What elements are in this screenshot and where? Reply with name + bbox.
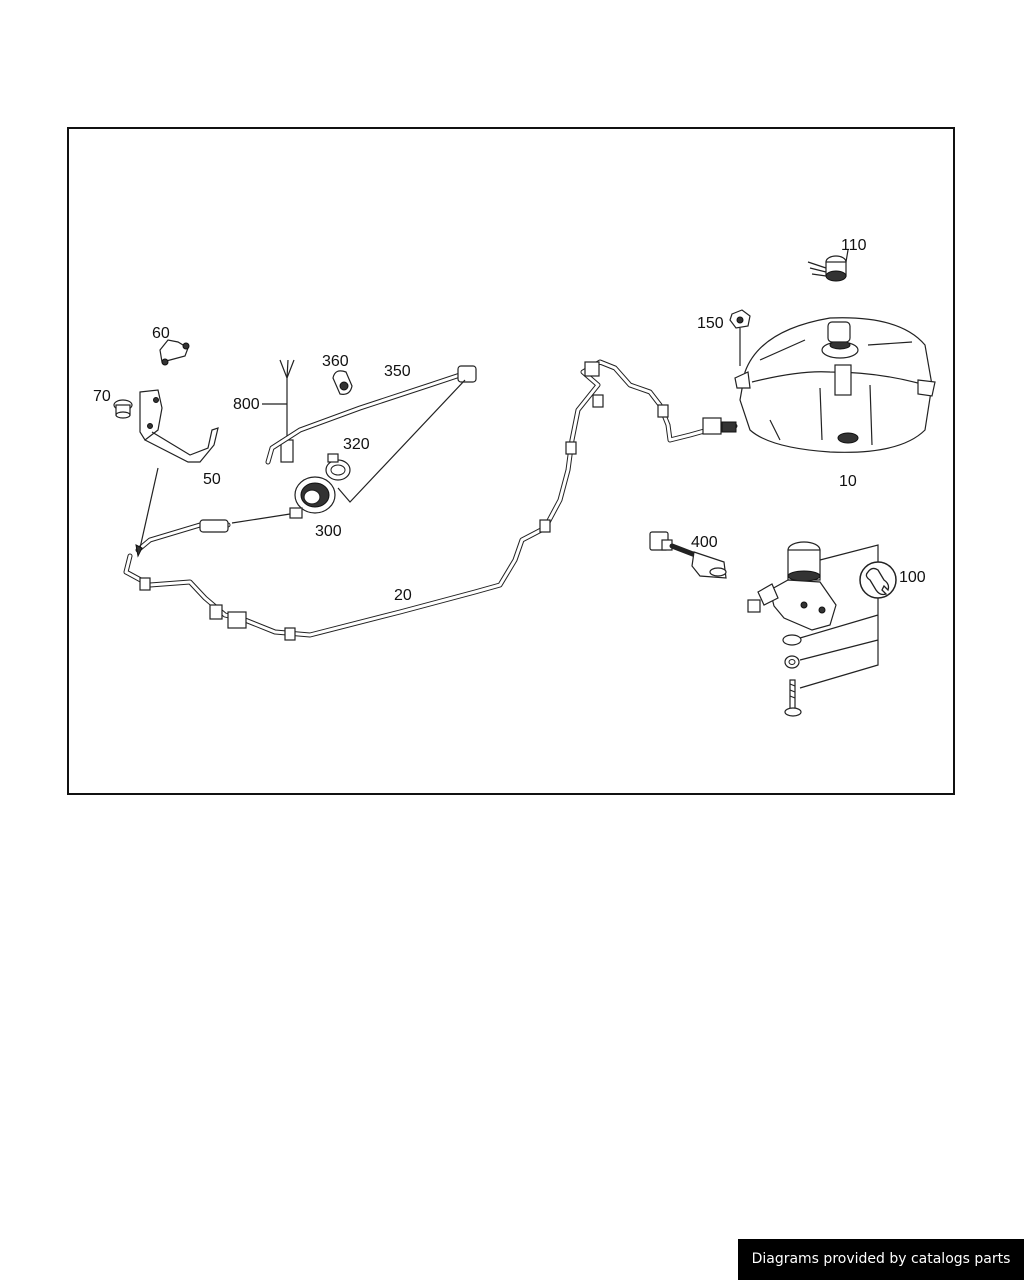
label-20: 20	[394, 587, 412, 604]
part-320-clamp[interactable]	[325, 453, 351, 481]
part-400-sensor[interactable]	[649, 531, 727, 579]
part-350-hose[interactable]	[265, 365, 477, 465]
part-150-nut[interactable]	[729, 309, 751, 329]
leader-300-350	[337, 379, 466, 503]
part-100-pump-kit[interactable]	[747, 541, 837, 717]
footer-credit: Diagrams provided by catalogs parts	[738, 1239, 1024, 1280]
part-60-bracket[interactable]	[159, 339, 190, 366]
leader-100-bracket	[799, 544, 879, 689]
part-50-bracket[interactable]	[139, 389, 219, 463]
label-320: 320	[343, 436, 370, 453]
leader-50-arrow	[139, 467, 159, 549]
leader-110	[845, 249, 849, 263]
wrench-icon	[859, 561, 897, 599]
part-300-pump[interactable]	[231, 476, 336, 524]
part-10-tank[interactable]	[734, 317, 936, 453]
part-110-cap[interactable]	[807, 255, 847, 282]
part-360-clamp[interactable]	[332, 370, 353, 395]
part-20-fluid-line[interactable]	[123, 359, 738, 641]
label-400: 400	[691, 534, 718, 551]
label-150: 150	[697, 315, 724, 332]
label-70: 70	[93, 388, 111, 405]
label-10: 10	[839, 473, 857, 490]
part-70-grommet[interactable]	[113, 399, 133, 419]
diagram-frame	[67, 127, 955, 795]
label-360: 360	[322, 353, 349, 370]
label-350: 350	[384, 363, 411, 380]
label-800: 800	[233, 396, 260, 413]
label-60: 60	[152, 325, 170, 342]
label-100: 100	[899, 569, 926, 586]
part-800-connector[interactable]	[279, 359, 295, 463]
arrow-head	[135, 544, 143, 558]
label-50: 50	[203, 471, 221, 488]
label-300: 300	[315, 523, 342, 540]
label-110: 110	[841, 237, 867, 254]
